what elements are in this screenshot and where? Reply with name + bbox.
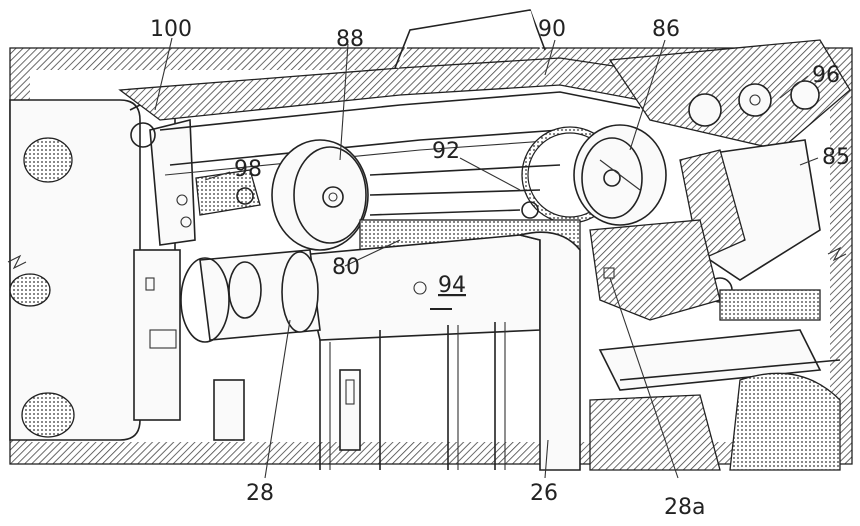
leader-lines [7, 37, 847, 479]
label-100: 100 [150, 17, 192, 42]
lower-guides [319, 322, 506, 470]
label-94: 94 [438, 273, 466, 298]
upper-right-roller-cluster [608, 39, 851, 151]
cylinder [180, 249, 321, 343]
label-28: 28 [246, 481, 274, 506]
label-28a: 28a [664, 495, 705, 520]
carriage-unit [299, 231, 581, 471]
left-housing [9, 94, 245, 441]
label-90: 90 [538, 17, 566, 42]
label-26: 26 [530, 481, 558, 506]
label-98: 98 [234, 157, 262, 182]
top-handle [394, 9, 546, 69]
label-80: 80 [332, 255, 360, 280]
label-92: 92 [432, 139, 460, 164]
left-bracket [130, 118, 261, 246]
label-86: 86 [652, 17, 680, 42]
left-drive-wheel [271, 139, 369, 251]
label-85: 85 [822, 145, 850, 170]
right-drive-wheel [573, 124, 667, 226]
lower-right-mechanism [589, 219, 841, 471]
label-96: 96 [812, 63, 840, 88]
label-88: 88 [336, 27, 364, 52]
